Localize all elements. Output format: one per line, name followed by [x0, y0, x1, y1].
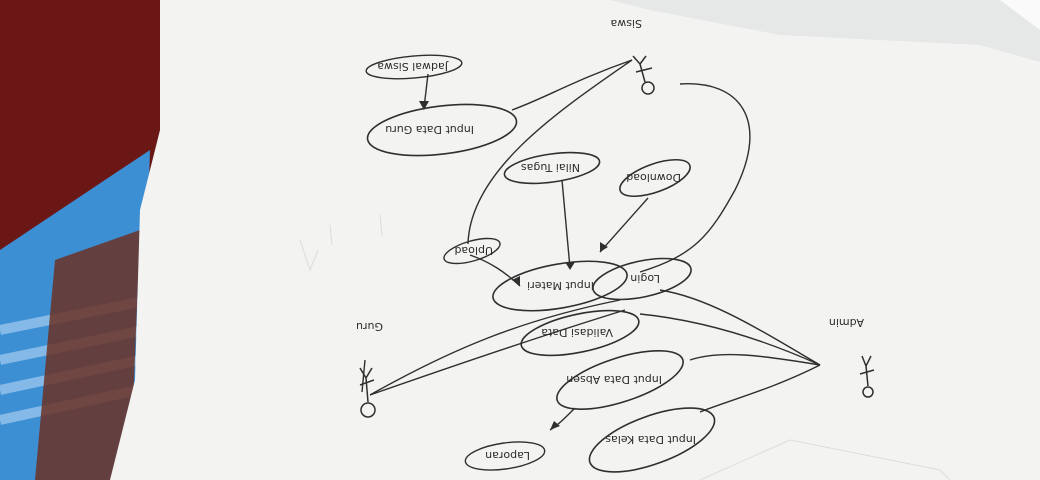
svg-text:Jadwal Siswa: Jadwal Siswa	[377, 60, 449, 73]
use-case-nilai-tugas: Nilai Tugas	[503, 151, 601, 185]
use-case-download: Download	[619, 158, 691, 198]
svg-text:Input Data Kelas: Input Data Kelas	[605, 433, 696, 446]
svg-text:Input Data Guru: Input Data Guru	[385, 123, 474, 136]
actor-siswa: Siswa	[610, 17, 655, 95]
use-case-login: Login	[592, 257, 692, 301]
use-case-jadwal-siswa: Jadwal Siswa	[365, 54, 463, 80]
wood-surface	[35, 230, 140, 480]
use-case-validasi-data: Validasi Data	[520, 309, 640, 357]
svg-text:Nilai Tugas: Nilai Tugas	[521, 161, 580, 174]
paper-corner	[1000, 0, 1040, 30]
svg-text:Laporan: Laporan	[485, 449, 530, 462]
svg-text:Download: Download	[626, 171, 681, 184]
use-case-upload: Upload	[443, 237, 501, 265]
svg-text:Input Data Absen: Input Data Absen	[566, 373, 662, 386]
use-case-input-data-kelas: Input Data Kelas	[588, 407, 716, 473]
paper-shadow	[610, 0, 1040, 62]
use-case-input-materi: Input Materi	[492, 260, 628, 312]
association-lines	[361, 59, 821, 431]
use-case-input-data-guru: Input Data Guru	[366, 103, 518, 157]
svg-text:Login: Login	[630, 272, 660, 285]
paper-show-through	[299, 214, 951, 480]
svg-text:Admin: Admin	[829, 316, 864, 329]
svg-text:Validasi Data: Validasi Data	[541, 326, 613, 339]
actor-admin: Admin	[829, 316, 875, 398]
use-case-laporan: Laporan	[464, 441, 546, 471]
svg-text:Upload: Upload	[454, 244, 493, 257]
use-case-input-data-absen: Input Data Absen	[556, 349, 684, 411]
svg-text:Guru: Guru	[356, 320, 383, 333]
actor-guru: Guru	[356, 320, 383, 418]
arrowheads	[419, 101, 608, 430]
svg-text:Siswa: Siswa	[610, 17, 642, 30]
svg-text:Input Materi: Input Materi	[527, 279, 594, 292]
